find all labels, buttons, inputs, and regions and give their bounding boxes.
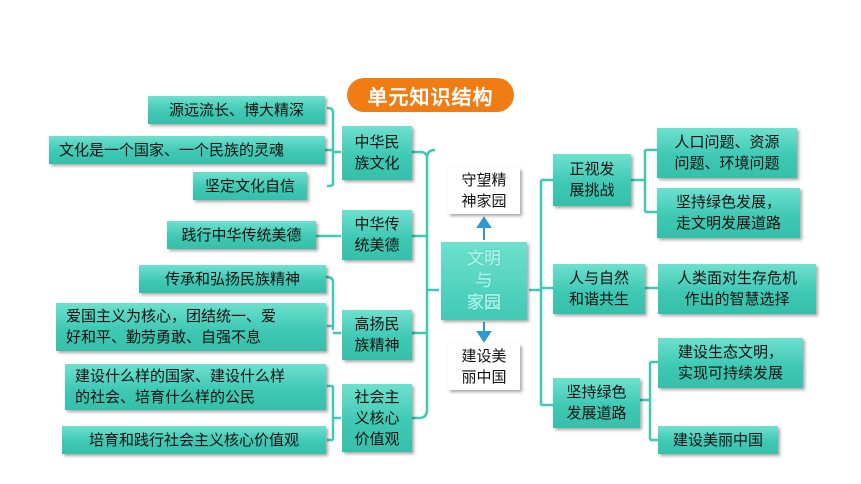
left-item-1-3: 坚定文化自信	[193, 172, 307, 200]
left-item-1-2: 文化是一个国家、一个民族的灵魂	[49, 136, 325, 164]
right-label-2-line-1: 人与自然	[568, 269, 629, 287]
diagram-title: 单元知识结构	[347, 78, 514, 112]
left-item-3-2: 爱国主义为核心，团结统一、爱好和平、勤劳勇敢、自强不息	[56, 303, 326, 351]
left-item-2-1: 践行中华传统美德	[167, 221, 316, 249]
left-label-4-line-2: 义核心	[354, 408, 400, 427]
right-label-3: 坚持绿色发展道路	[553, 378, 640, 428]
left-label-1-line-2: 族文化	[354, 154, 400, 172]
left-main-brace	[412, 148, 439, 420]
brace-group-1	[325, 106, 341, 188]
right-label-2-line-2: 和谐共生	[568, 290, 629, 308]
top-node-line-2: 神家园	[461, 192, 507, 210]
right-label-1-line-2: 展挑战	[569, 181, 615, 199]
center-line-1: 文明	[467, 249, 501, 269]
left-item-1-1: 源远流长、博大精深	[148, 96, 325, 124]
left-item-4-1-line-2: 的社会、培育什么样的公民	[75, 388, 256, 406]
brace-group-4	[327, 384, 341, 442]
brace-group-3	[325, 275, 341, 335]
right-item-2-1-line-2: 作出的智慧选择	[684, 290, 790, 308]
left-item-4-1-line-1: 建设什么样的国家、建设什么样	[75, 367, 286, 385]
left-label-3-line-1: 高扬民	[354, 315, 400, 333]
left-item-3-2-line-1: 爱国主义为核心，团结统一、爱	[66, 307, 277, 325]
right-item-3-1-line-1: 建设生态文明，	[677, 343, 783, 361]
left-label-2-line-1: 中华传	[354, 215, 400, 233]
left-item-3-2-line-2: 好和平、勤劳勇敢、自强不息	[66, 328, 262, 346]
arrow-up-head	[476, 216, 492, 228]
left-label-3-line-2: 族精神	[354, 336, 400, 354]
left-label-1-line-1: 中华民	[354, 133, 400, 151]
right-label-2: 人与自然和谐共生	[553, 264, 645, 314]
left-item-3-1: 传承和弘扬民族精神	[139, 265, 326, 293]
right-item-1-2-line-2: 走文明发展道路	[675, 214, 781, 232]
top-node-line-1: 守望精	[461, 171, 507, 189]
bottom-node: 建设美丽中国	[448, 344, 520, 390]
left-label-4-line-1: 社会主	[354, 387, 400, 406]
center-line-3: 家园	[467, 293, 501, 313]
right-label-3-line-2: 发展道路	[566, 404, 627, 422]
right-item-2-1: 人类面对生存危机作出的智慧选择	[658, 264, 816, 314]
right-brace-group-1	[631, 148, 657, 214]
left-label-2: 中华传统美德	[342, 210, 412, 260]
top-node: 守望精神家园	[448, 168, 520, 214]
left-label-4-line-3: 价值观	[354, 429, 400, 448]
right-item-3-1: 建设生态文明， 实现可持续发展	[658, 338, 803, 388]
right-item-3-1-line-2: 实现可持续发展	[677, 364, 783, 382]
left-label-3: 高扬民族精神	[342, 310, 412, 360]
right-item-1-2: 坚持绿色发展， 走文明发展道路	[657, 188, 800, 238]
right-item-1-2-line-1: 坚持绿色发展，	[675, 193, 781, 211]
left-label-4: 社会主义核心价值观	[342, 384, 412, 452]
center-line-2: 与	[475, 271, 493, 291]
right-item-1-1-line-1: 人口问题、资源	[674, 133, 780, 151]
right-item-2-1-line-1: 人类面对生存危机	[676, 269, 797, 287]
right-item-1-1-line-2: 问题、环境问题	[674, 154, 780, 172]
left-item-4-1: 建设什么样的国家、建设什么样的社会、培育什么样的公民	[65, 364, 326, 410]
right-brace-group-3	[640, 360, 658, 442]
right-main-brace	[529, 178, 553, 407]
right-label-1-line-1: 正视发	[569, 160, 615, 178]
right-label-3-line-1: 坚持绿色	[566, 383, 627, 401]
left-item-4-2: 培育和践行社会主义核心价值观	[62, 426, 326, 454]
bottom-node-line-1: 建设美	[461, 347, 507, 365]
bottom-node-line-2: 丽中国	[461, 368, 507, 386]
arrow-down-head	[476, 331, 492, 343]
right-item-1-1: 人口问题、资源问题、环境问题	[657, 128, 797, 178]
right-label-1: 正视发展挑战	[553, 154, 631, 206]
right-item-3-2: 建设美丽中国	[658, 426, 778, 454]
left-label-1: 中华民族文化	[342, 126, 412, 180]
left-label-2-line-2: 统美德	[354, 236, 400, 254]
center-node: 文明 与 家园	[441, 242, 527, 320]
